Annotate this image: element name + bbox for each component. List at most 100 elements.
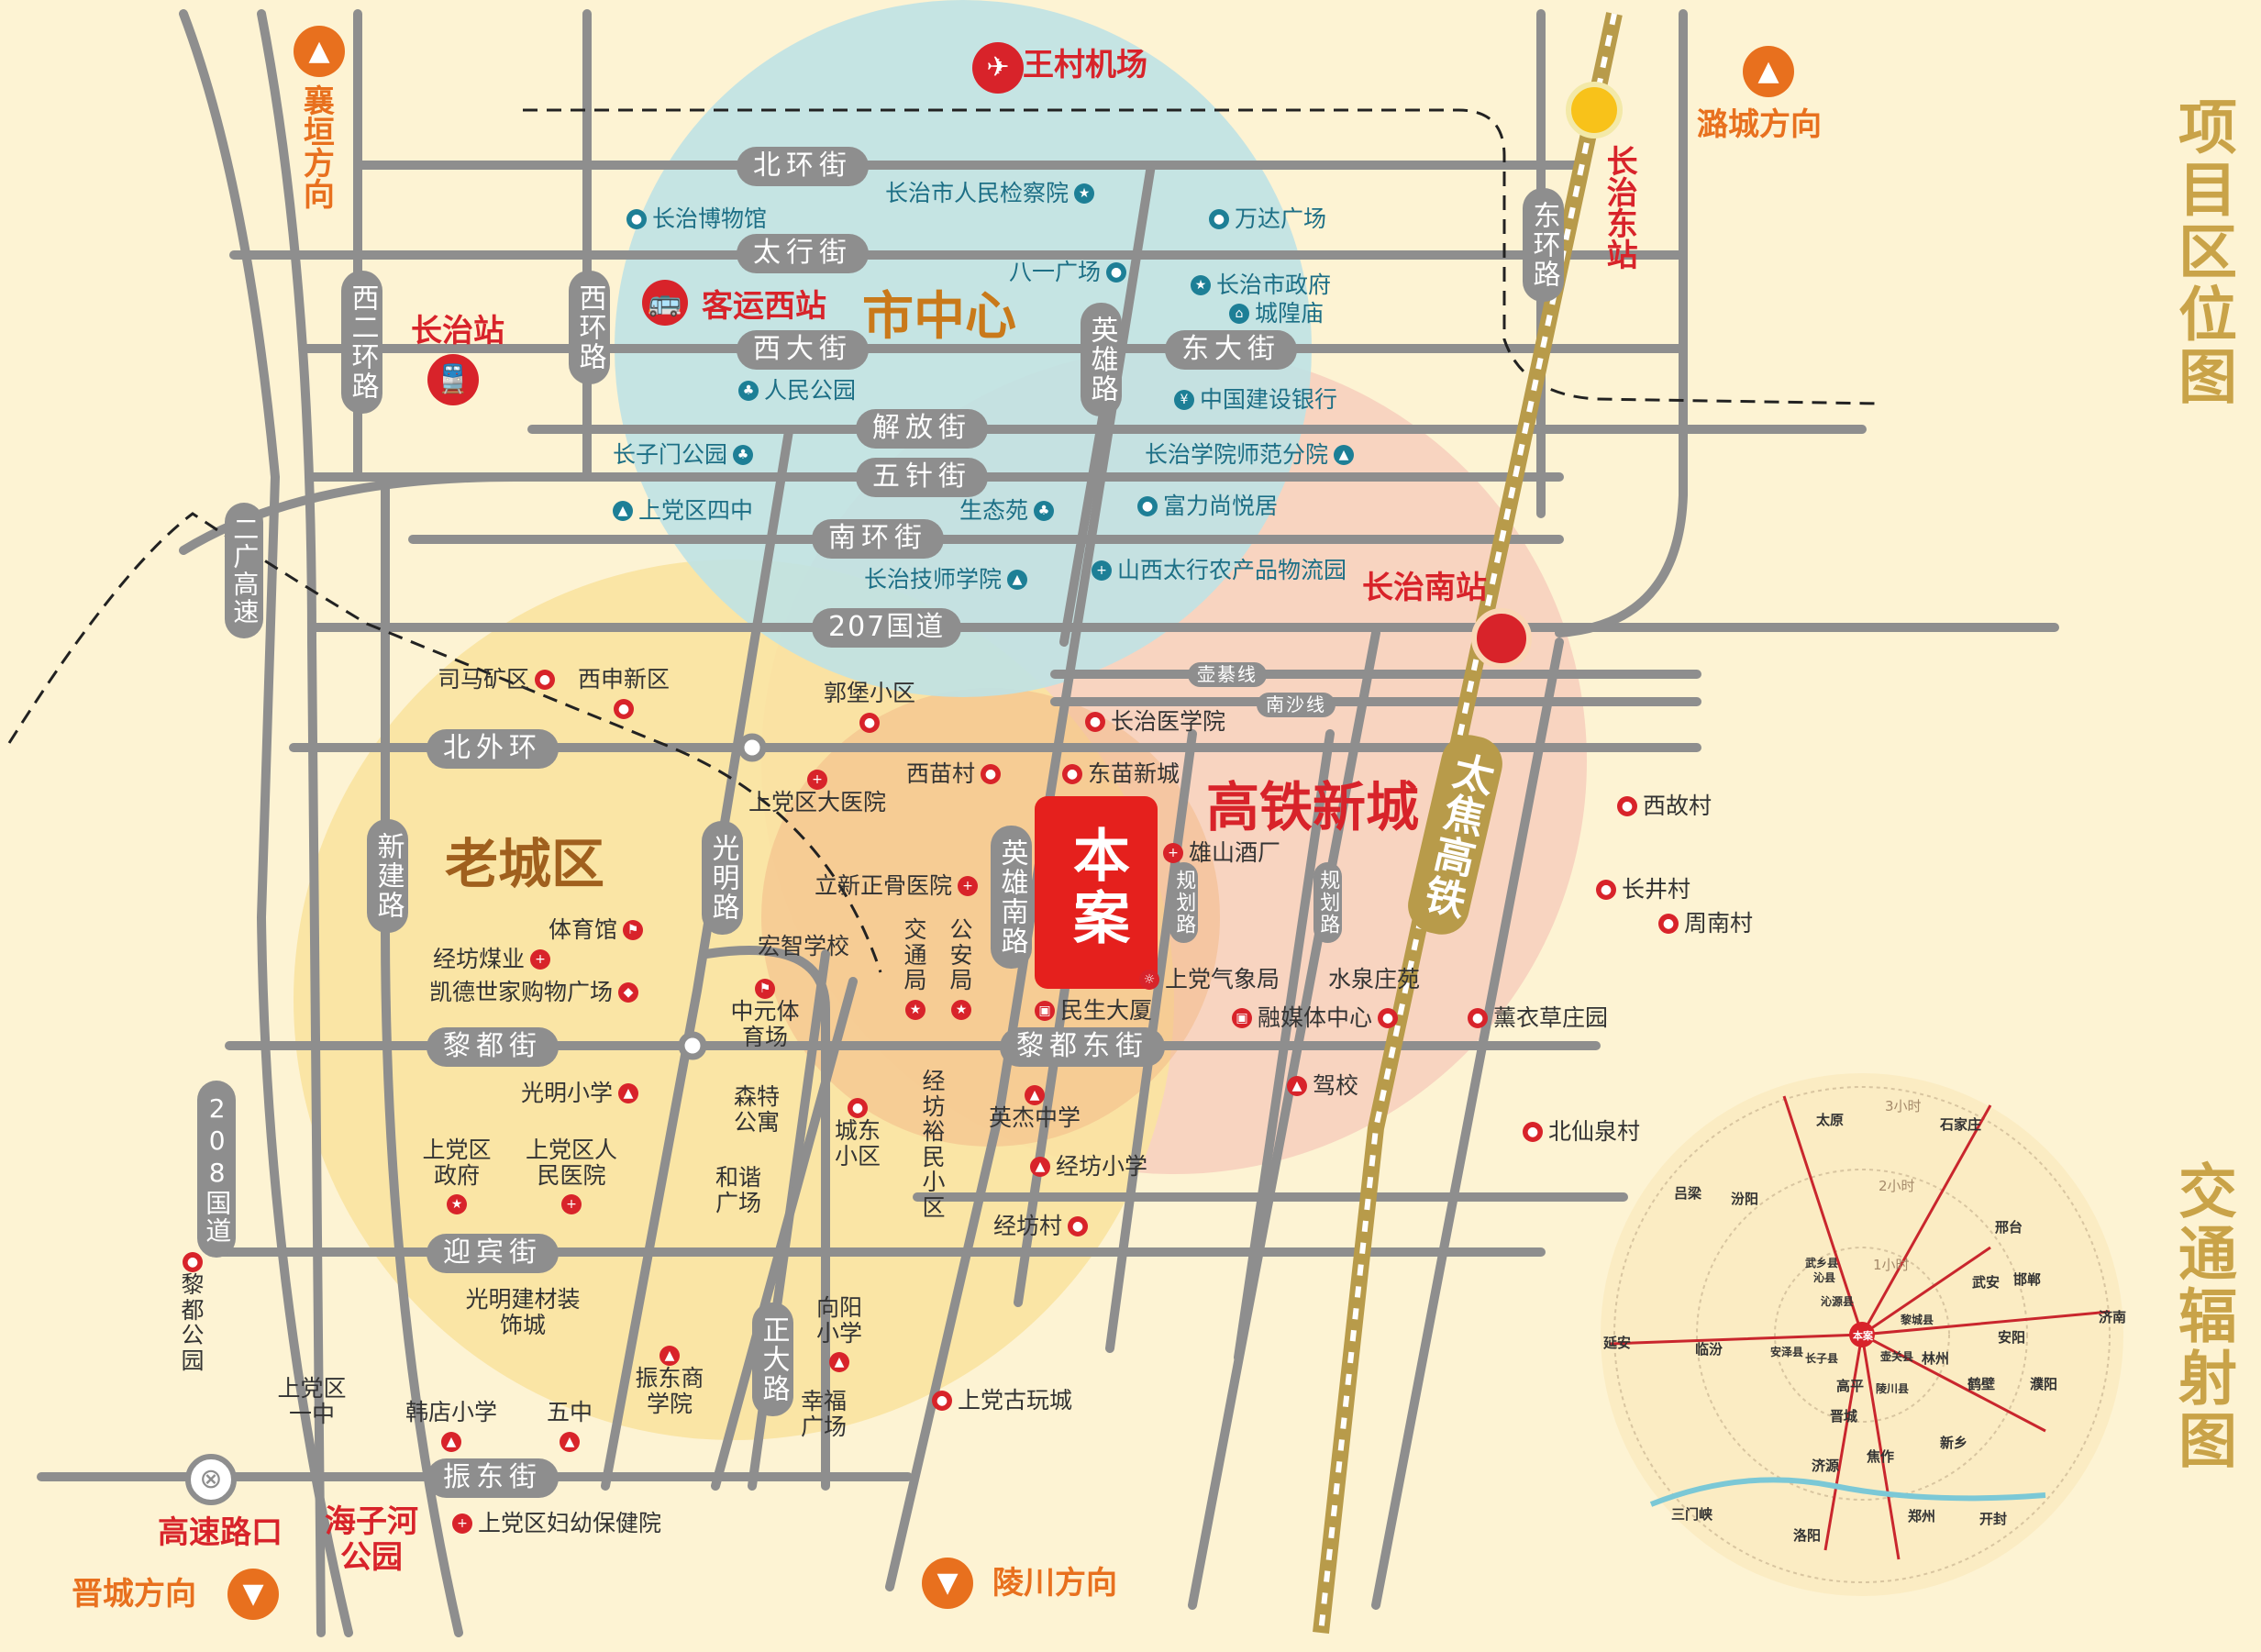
bus-icon: 🚌 [642, 280, 688, 326]
poi-dongmiao: ●东苗新城 [1062, 761, 1180, 787]
city-label: 三门峡 [1671, 1506, 1713, 1523]
road-xi-erhuan: 西二环路 [341, 271, 382, 414]
poi-shangdang-4th: ▲上党区四中 [613, 498, 753, 524]
poi-guobao: 郭堡小区● [824, 681, 915, 733]
pin-icon: ● [981, 763, 1002, 784]
poi-maternal: +上党区妇幼保健院 [452, 1511, 661, 1536]
pin-icon: ● [1523, 1121, 1543, 1142]
city-label: 吕梁 [1674, 1185, 1702, 1202]
road-xida: 西大街 [737, 330, 869, 370]
plus-icon: + [1092, 560, 1112, 581]
poi-bayi-square: 八一广场● [1009, 260, 1127, 285]
city-label: 林州 [1922, 1350, 1950, 1367]
poi-jiaotong-bureau: 交通局★ [902, 917, 929, 1020]
tree-icon: ♣ [1034, 500, 1055, 521]
road-dongda: 东大街 [1165, 330, 1297, 370]
poi-gym: 体育馆⚑ [549, 917, 644, 943]
lucheng-direction-icon: ▲ [1743, 46, 1794, 97]
poi-shengtaiyuan: 生态苑♣ [959, 498, 1055, 524]
building-icon: ▣ [1232, 1007, 1252, 1028]
poi-xiangyang: 向阳小学▲ [812, 1295, 867, 1372]
city-label: 石家庄 [1940, 1116, 1982, 1133]
lingchuan-direction-icon: ▼ [922, 1558, 973, 1609]
poi-ximiao: 西苗村● [906, 761, 1002, 787]
poi-guangming-school: 光明小学▲ [521, 1081, 639, 1106]
hospital-icon: + [958, 875, 979, 896]
poi-shangdang-hospital: +上党区大医院 [748, 763, 886, 815]
poi-old-town: ●上党古玩城 [932, 1388, 1072, 1414]
old-city-label: 老城区 [445, 833, 605, 895]
road-donghuan: 东环路 [1523, 188, 1564, 302]
school-icon: ▲ [829, 1352, 849, 1372]
road-beiwaihuan: 北外环 [427, 729, 559, 769]
ring-label: 1小时 [1873, 1257, 1910, 1273]
pin-icon: ● [1596, 879, 1616, 900]
poi-media-center: ▣融媒体中心● [1232, 1005, 1399, 1031]
pin-icon: ● [1068, 1215, 1089, 1236]
road-yingbin: 迎宾街 [427, 1234, 559, 1273]
star-icon: ★ [905, 999, 925, 1020]
poi-zhongyuan-sports: ⚑中元体育场 [728, 972, 802, 1049]
xiangyuan-direction-icon: ▲ [294, 26, 345, 77]
poi-hexie: 和谐广场 [715, 1164, 761, 1216]
poi-taihang-agri: +山西太行农产品物流园 [1092, 558, 1347, 583]
airport-label: 王村机场 [1023, 47, 1147, 83]
city-label: 晋城 [1830, 1408, 1858, 1425]
city-label: 邯郸 [2013, 1271, 2042, 1288]
school-icon: ▲ [1334, 444, 1355, 465]
hospital-icon: + [561, 1194, 582, 1214]
sports-icon: ⚑ [623, 919, 644, 940]
tree-icon: ♣ [738, 380, 759, 401]
poi-no5: 五中▲ [547, 1400, 593, 1452]
plus-icon: + [530, 948, 551, 970]
poi-chengdong: ●城东小区 [835, 1092, 881, 1169]
project-inset-label: 本案 [1853, 1330, 1873, 1342]
pin-icon: ● [859, 712, 880, 733]
hospital-icon: + [1163, 842, 1183, 863]
pin-icon: ● [1106, 261, 1127, 283]
road-plan-b: 规划路 [1313, 862, 1343, 943]
poi-shuiquan: 水泉庄苑 [1328, 966, 1421, 992]
city-label: 汾阳 [1731, 1191, 1759, 1207]
east-station-label: 长治东站 [1601, 145, 1638, 270]
poi-xishen: 西申新区● [578, 667, 670, 719]
poi-hongzhi: 宏智学校 [758, 933, 850, 959]
school-icon: ▲ [1025, 1085, 1045, 1105]
poi-jingfang-coal: 经坊煤业+ [433, 947, 551, 972]
city-label: 邢台 [1995, 1219, 2023, 1236]
poi-shangdang-no1: 上党区一中 [277, 1375, 347, 1427]
poi-lixin-hospital: 立新正骨医院+ [815, 873, 979, 899]
city-label: 延安 [1603, 1335, 1632, 1351]
temple-icon: ⌂ [1229, 303, 1249, 324]
changzhi-station-label: 长治站 [411, 313, 504, 349]
road-207: 207国道 [812, 608, 962, 648]
city-label: 武乡县 [1805, 1257, 1839, 1269]
poi-lidu-park: ●黎都公园 [179, 1246, 206, 1373]
ring-label: 3小时 [1885, 1098, 1922, 1114]
poi-medical-college: ●长治医学院 [1085, 709, 1225, 735]
school-icon: ▲ [659, 1346, 680, 1366]
road-yingxiong-south: 英雄南路 [991, 826, 1032, 969]
poi-chenghuang: ⌂城隍庙 [1229, 301, 1324, 327]
school-icon: ▲ [1030, 1156, 1050, 1177]
poi-tech-college: 长治技师学院▲ [864, 567, 1028, 593]
poi-sente: 森特公寓 [733, 1083, 780, 1136]
city-label: 安阳 [1998, 1329, 2026, 1346]
road-wuzhen: 五针街 [856, 458, 988, 497]
tree-icon: ♣ [733, 444, 754, 465]
xiangyuan-direction: 襄垣方向 [297, 84, 335, 209]
sports-icon: ⚑ [755, 979, 775, 999]
road-zhengda: 正大路 [752, 1303, 793, 1416]
poi-shangdang-gov: 上党区政府★ [420, 1137, 493, 1214]
school-icon: ▲ [560, 1431, 580, 1452]
poi-beixianquan: ●北仙泉村 [1523, 1119, 1640, 1145]
high-speed-city-label: 高铁新城 [1206, 776, 1420, 838]
road-huzhuang: 壶綦线 [1188, 662, 1267, 687]
location-map-title: 项目区位图 [2168, 96, 2236, 408]
south-station-marker [1471, 608, 1532, 669]
road-lidu-east: 黎都东街 [1000, 1027, 1165, 1067]
project-block [1035, 796, 1158, 989]
pin-icon: ● [1378, 1007, 1399, 1028]
building-icon: ▣ [1035, 1000, 1055, 1021]
road-lidu: 黎都街 [427, 1027, 559, 1067]
